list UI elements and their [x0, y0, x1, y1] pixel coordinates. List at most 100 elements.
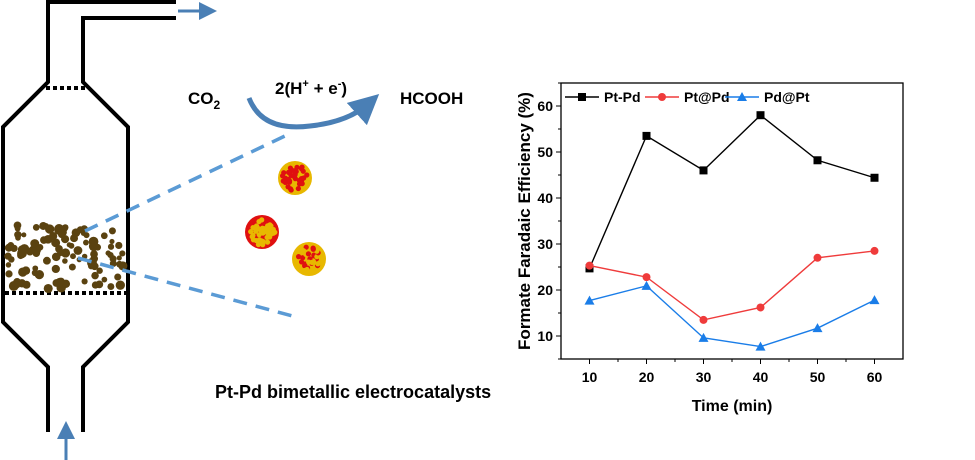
reagent-label: 2(H+ + e-): [275, 78, 347, 98]
caption: Pt-Pd bimetallic electrocatalysts: [215, 382, 491, 402]
catalyst-particle: [81, 278, 88, 285]
catalyst-particle: [119, 250, 126, 257]
series-line: [589, 250, 875, 321]
catalyst-particle: [57, 230, 66, 239]
catalyst-particle: [105, 250, 111, 256]
data-point: [869, 295, 880, 305]
catalyst-particle: [70, 253, 76, 260]
x-axis-label: Time (min): [692, 398, 773, 415]
catalyst-particle: [21, 232, 27, 238]
catalyst-particle: [115, 241, 123, 250]
data-point: [585, 261, 594, 270]
data-point: [870, 173, 879, 182]
catalyst-particle: [19, 244, 30, 254]
data-point: [642, 273, 651, 282]
data-point: [756, 303, 765, 312]
legend-label: Pd@Pt: [764, 89, 810, 105]
reactor-right-wall: [81, 18, 130, 432]
catalyst-particle: [5, 262, 12, 268]
data-point: [756, 111, 765, 120]
legend-marker: [578, 93, 586, 101]
series-line: [589, 285, 875, 348]
legend-label: Pt-Pd: [604, 89, 641, 105]
legend-label: Pt@Pd: [684, 89, 730, 105]
chart: Formate Faradaic Efficiency (%) Time (mi…: [515, 82, 904, 415]
catalyst-particle: [5, 270, 13, 278]
data-point: [870, 246, 879, 255]
zoom-line-lower: [77, 256, 301, 320]
nanoparticle: [245, 215, 279, 249]
data-point: [699, 315, 708, 324]
catalyst-particle: [22, 280, 31, 289]
catalyst-particle: [83, 232, 90, 239]
catalyst-particle: [91, 271, 99, 280]
catalyst-particle: [43, 283, 53, 294]
catalyst-particle: [91, 281, 100, 289]
catalyst-particle: [108, 227, 116, 235]
data-point: [641, 280, 652, 290]
catalyst-particle: [96, 267, 103, 274]
catalyst-particle: [100, 232, 108, 240]
reactant-label: CO2: [188, 89, 221, 112]
catalyst-particle: [43, 256, 51, 265]
reactor: [1, 0, 176, 432]
series-Pt@Pd: [585, 246, 879, 324]
y-tick-label: 20: [537, 282, 553, 298]
catalyst-particle: [4, 252, 12, 260]
catalyst-particle: [101, 276, 108, 283]
catalyst-particle: [107, 283, 115, 291]
y-tick-label: 10: [537, 328, 553, 344]
y-tick-label: 50: [537, 144, 553, 160]
nanoparticles: [245, 161, 326, 276]
y-tick-label: 30: [537, 236, 553, 252]
nanoparticle: [278, 161, 312, 195]
x-tick-label: 20: [639, 369, 655, 385]
catalyst-particle: [40, 236, 48, 244]
catalyst-particle: [88, 241, 99, 252]
catalyst-particle: [68, 263, 76, 271]
data-point: [813, 156, 822, 165]
data-point: [584, 295, 595, 305]
legend-item: Pt@Pd: [645, 89, 730, 105]
series-Pt-Pd: [585, 111, 879, 273]
reactor-left-wall: [1, 2, 50, 432]
catalyst-particle: [14, 225, 21, 232]
catalyst-particle: [30, 239, 40, 249]
catalyst-particle: [51, 264, 60, 274]
catalyst-particle: [31, 269, 39, 277]
nanoparticle: [292, 242, 326, 276]
catalyst-particle: [83, 239, 89, 246]
catalyst-particle: [31, 247, 37, 253]
catalyst-particle: [51, 238, 61, 248]
plot-frame: [560, 82, 904, 360]
legend-marker: [658, 93, 666, 101]
legend-marker: [737, 92, 747, 101]
x-tick-label: 60: [867, 369, 883, 385]
catalyst-particle: [76, 246, 82, 253]
data-point: [812, 323, 823, 333]
series-Pd@Pt: [584, 280, 880, 351]
reaction-arrow: [246, 93, 380, 130]
catalyst-particle: [116, 260, 123, 268]
catalyst-particle: [43, 223, 49, 229]
catalyst-particle: [107, 243, 115, 250]
legend-item: Pd@Pt: [725, 89, 810, 105]
legend-item: Pt-Pd: [565, 89, 641, 105]
data-point: [698, 332, 709, 342]
catalyst-particle: [109, 238, 115, 245]
zoom-line-upper: [84, 133, 288, 233]
catalyst-particle: [90, 254, 99, 263]
catalyst-particle: [15, 235, 21, 241]
catalyst-particle: [66, 242, 72, 248]
legend: Pt-Pd Pt@Pd Pd@Pt: [565, 89, 810, 105]
catalyst-particle: [36, 243, 44, 251]
catalyst-particle: [114, 273, 122, 281]
catalyst-particle: [115, 280, 125, 290]
data-point: [642, 131, 651, 140]
catalyst-particle: [18, 267, 28, 277]
catalyst-particle: [60, 248, 71, 258]
x-tick-label: 30: [696, 369, 712, 385]
catalyst-particle: [52, 279, 61, 287]
x-tick-label: 10: [582, 369, 598, 385]
